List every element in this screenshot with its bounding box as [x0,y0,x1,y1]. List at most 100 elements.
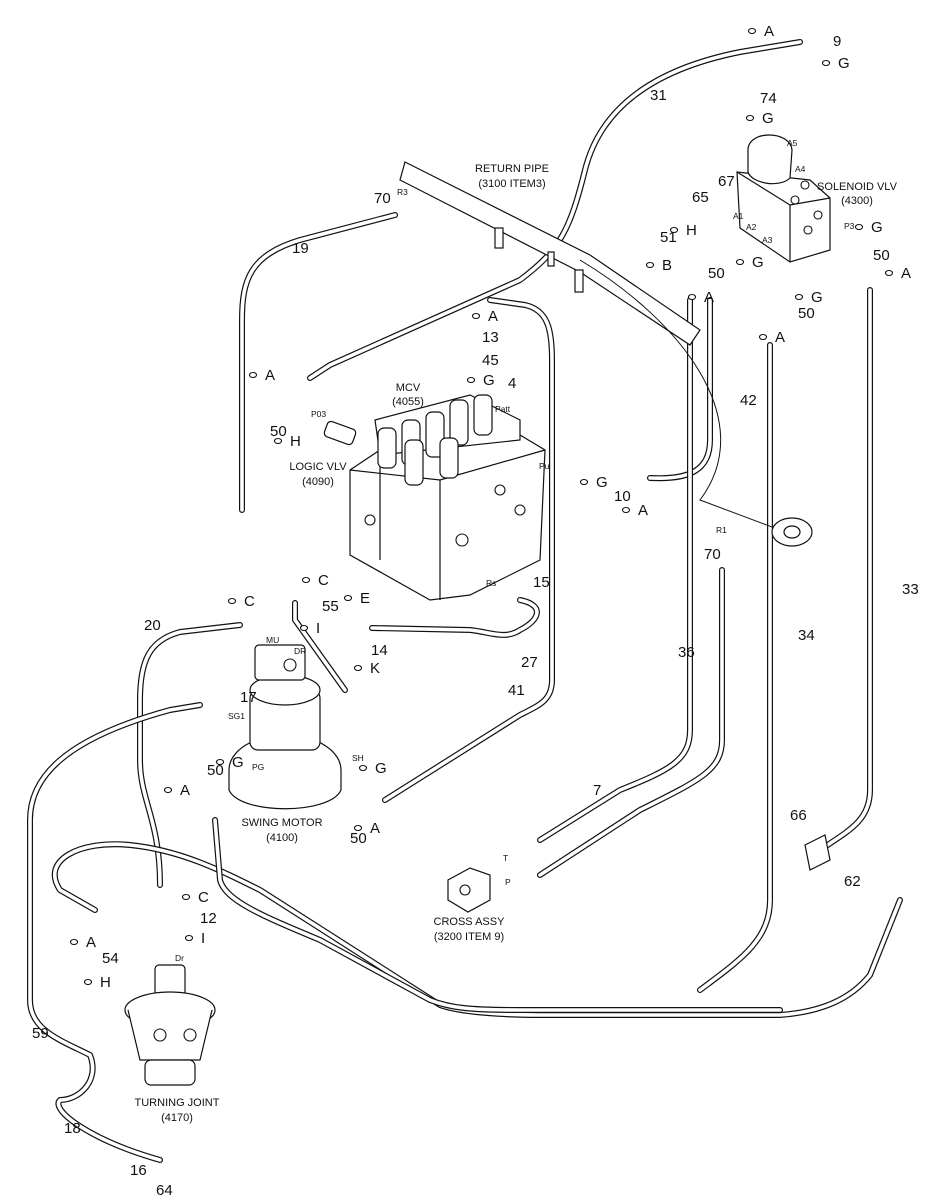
hose-36 [537,297,693,843]
callout-7: 7 [593,782,601,799]
hose-20 [138,623,242,887]
port-label-a4: A4 [795,164,806,174]
callout-A: A [764,23,774,40]
cross-assy-body [447,867,491,913]
callout-I: I [201,930,205,947]
callout-66: 66 [790,807,807,824]
callout-B: B [662,257,672,274]
callout-74: 74 [760,90,777,107]
fitting-marker [69,938,79,946]
fitting-marker [215,758,225,766]
callout-34: 34 [798,627,815,644]
callout-67: 67 [718,173,735,190]
port-label-a5: A5 [787,138,798,148]
callout-A: A [704,289,714,306]
fitting-marker [621,506,631,514]
solenoid-valve-body [736,134,831,263]
callout-C: C [198,889,209,906]
callout-65: 65 [692,189,709,206]
fitting-marker [227,597,237,605]
fitting-marker [184,934,194,942]
callout-G: G [375,760,387,777]
components [124,134,831,1086]
hose-loop [52,842,902,1017]
fitting-marker [301,576,311,584]
port-label-a2: A2 [746,222,757,232]
callout-55: 55 [322,598,339,615]
callout-27: 27 [521,654,538,671]
callout-A: A [370,820,380,837]
callout-41: 41 [508,682,525,699]
callout-G: G [232,754,244,771]
component-label-solenoid-valve-ref: (4300) [841,195,873,207]
callout-G: G [871,219,883,236]
hose-18 [27,702,203,1163]
callout-E: E [360,590,370,607]
port-label-a1: A1 [733,211,744,221]
component-label-turning-joint: TURNING JOINT [135,1097,220,1109]
callout-45: 45 [482,352,499,369]
port-label-p3: P3 [844,221,855,231]
callout-C: C [318,572,329,589]
callout-50: 50 [798,305,815,322]
fitting-marker [466,376,476,384]
hose-55 [293,601,347,692]
hose-31 [308,40,802,380]
callout-H: H [686,222,697,239]
callout-31: 31 [650,87,667,104]
callout-A: A [488,308,498,325]
port-label-dr: Dr [175,953,184,963]
fitting-marker [735,258,745,266]
fitting-marker [758,333,768,341]
callout-A: A [86,934,96,951]
swing-motor-body [228,644,342,810]
callout-14: 14 [371,642,388,659]
port-label-patt: Patt [495,404,511,414]
component-label-mcv: MCV [396,382,421,394]
hose-7 [538,568,724,877]
callout-13: 13 [482,329,499,346]
port-label-p03: P03 [311,409,326,419]
fitting-marker [163,786,173,794]
fitting-marker [83,978,93,986]
fitting-marker [353,664,363,672]
component-label-solenoid-valve: SOLENOID VLV [817,181,898,193]
callout-H: H [290,433,301,450]
port-label-pg: PG [252,762,264,772]
hoses [27,39,903,1163]
callout-A: A [901,265,911,282]
hose-loop-2 [213,818,782,1012]
callout-16: 16 [130,1162,147,1179]
hose-34 [698,343,772,992]
callout-4: 4 [508,375,516,392]
hose-33 [817,287,873,853]
port-label-sg1: SG1 [228,711,245,721]
fitting-marker [854,223,864,231]
callout-G: G [811,289,823,306]
component-label-logic-valve-ref: (4090) [302,476,334,488]
callout-42: 42 [740,392,757,409]
callout-A: A [775,329,785,346]
port-label-sh: SH [352,753,364,763]
port-label-dr: DR [294,646,306,656]
callout-33: 33 [902,581,919,598]
callout-A: A [180,782,190,799]
port-label-p: P [505,877,511,887]
port-label-a3: A3 [762,235,773,245]
fitting-marker [645,261,655,269]
hose-31 [307,39,803,381]
hose-36 [538,298,692,842]
component-label-swing-motor: SWING MOTOR [241,817,322,829]
callout-H: H [100,974,111,991]
callout-36: 36 [678,644,695,661]
turning-joint-body [124,964,216,1086]
mcv-body [323,394,546,601]
fitting-marker [747,27,757,35]
fitting-marker [248,371,258,379]
fitting-marker [358,764,368,772]
clamp-62 [804,834,831,871]
callout-G: G [762,110,774,127]
callout-70: 70 [374,190,391,207]
hose-7 [537,567,725,878]
